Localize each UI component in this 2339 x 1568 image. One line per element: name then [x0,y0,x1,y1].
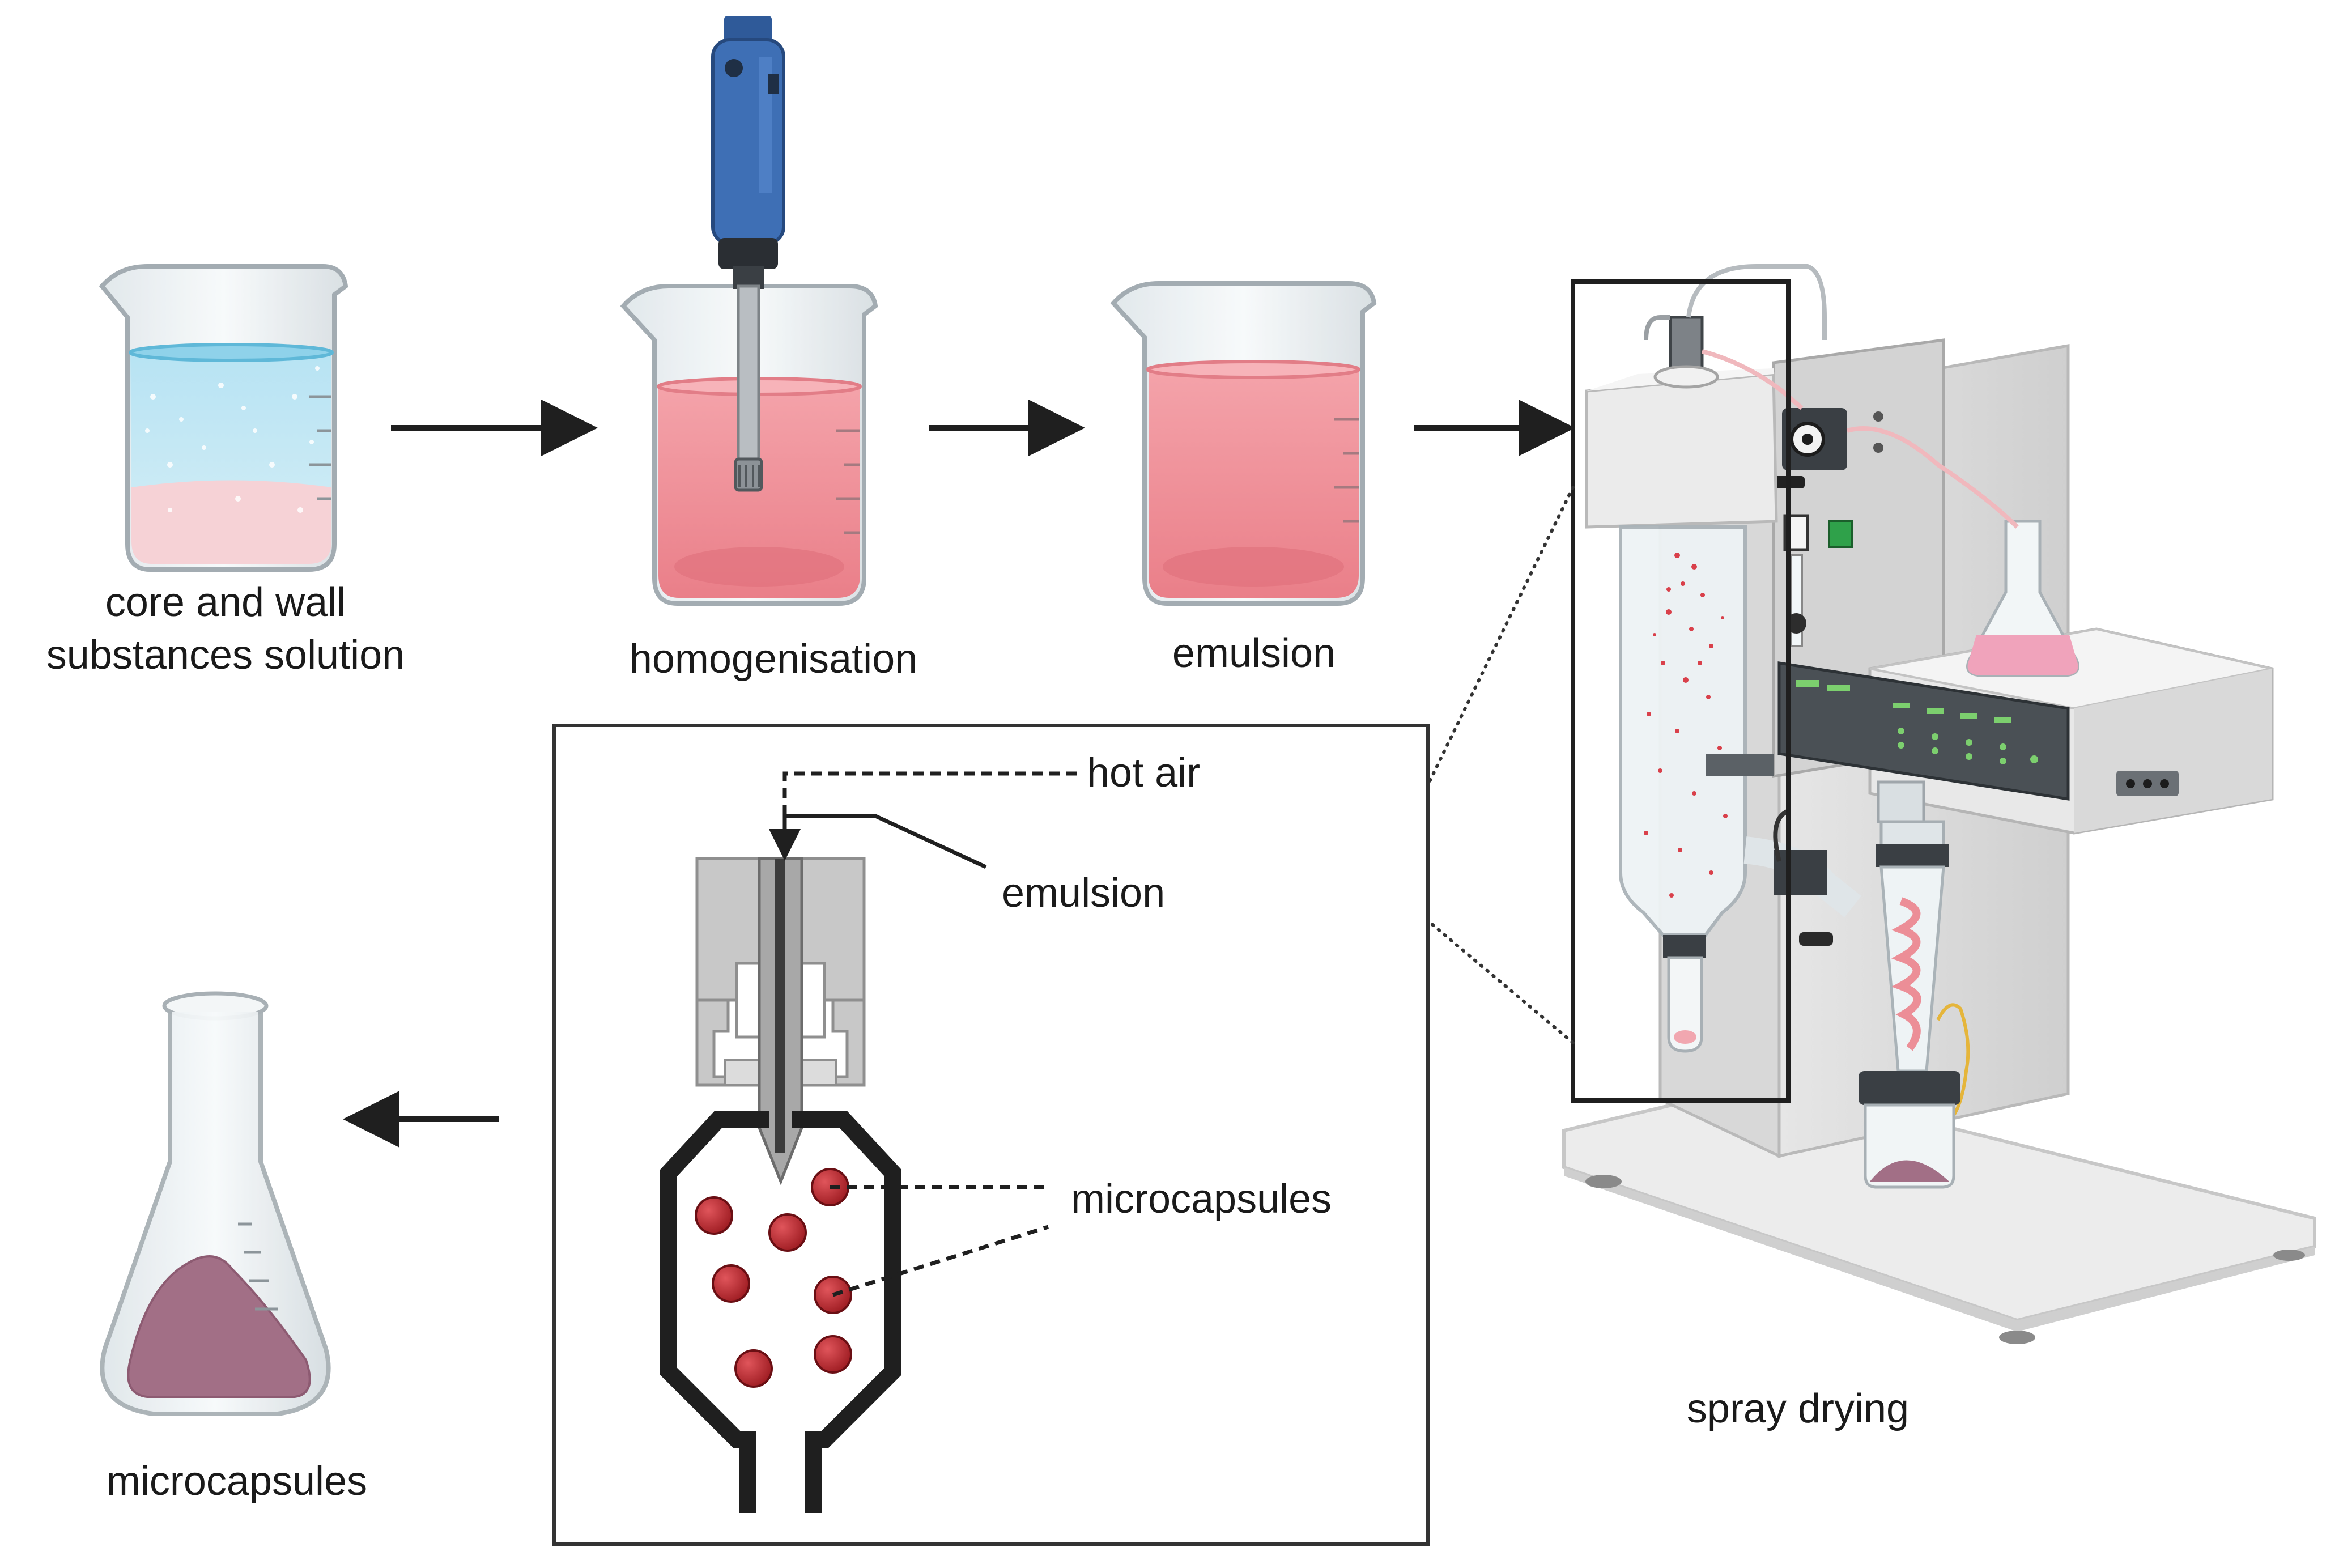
flask-microcapsules [100,991,331,1416]
label-core-wall-line1: core and wall [105,580,346,625]
label-core-wall-line2: substances solution [46,632,405,678]
label-homogenisation: homogenisation [630,636,917,682]
inset-frame [552,724,1430,1546]
spray-dryer [1562,264,2316,1344]
process-arrows [343,400,1575,1148]
chamber-highlight-box [1571,279,1791,1103]
inset-label-hot-air: hot air [1087,750,1200,796]
nozzle-detail-inset [552,724,1430,1546]
beaker-core-wall-solution [99,264,348,572]
inset-label-microcapsules: microcapsules [1071,1176,1332,1222]
zoom-lines [1426,486,1575,1044]
inset-label-emulsion: emulsion [1002,870,1165,916]
beaker-emulsion [1110,281,1377,606]
homogeniser-device [711,16,785,492]
label-emulsion: emulsion [1172,631,1336,676]
label-spray-drying: spray drying [1687,1386,1909,1431]
label-microcapsules: microcapsules [107,1459,367,1504]
